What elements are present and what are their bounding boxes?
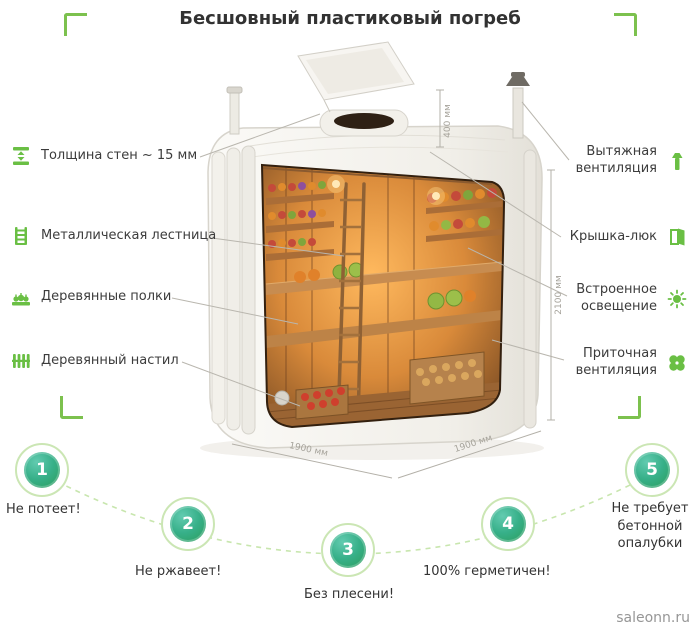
watermark: saleonn.ru xyxy=(616,610,690,626)
feature-label: Приточная вентиляция xyxy=(575,346,657,378)
dimension-top: 400 мм xyxy=(443,104,453,138)
feature-label: Толщина стен ~ 15 мм xyxy=(41,147,198,163)
frame-bracket-top-left xyxy=(64,13,87,36)
feature-label: Металлическая лестница xyxy=(41,227,217,243)
feature-wall-thickness: Толщина стен ~ 15 мм xyxy=(10,145,197,167)
benefit-label-3: Без плесени! xyxy=(303,587,395,602)
feature-exhaust-vent: Вытяжная вентиляция xyxy=(576,144,688,178)
benefit-number: 5 xyxy=(634,452,670,488)
flooring-icon xyxy=(12,354,30,368)
feature-metal-ladder: Металлическая лестница xyxy=(10,225,216,247)
wall-thickness-icon xyxy=(13,147,29,165)
benefit-circle-2: 2 xyxy=(161,497,215,551)
feature-label: Деревянные полки xyxy=(41,288,172,304)
benefit-circle-1: 1 xyxy=(15,443,69,497)
feature-label: Вытяжная вентиляция xyxy=(575,144,657,176)
feature-label: Крышка-люк xyxy=(569,228,657,244)
cellar-interior xyxy=(260,163,506,429)
hatch-lid xyxy=(297,41,415,137)
light-icon xyxy=(667,289,687,309)
dimension-right: 2100 мм xyxy=(554,275,564,314)
vent-pipes xyxy=(226,72,530,139)
shelves-icon xyxy=(12,293,30,306)
frame-bracket-bottom-right xyxy=(618,396,641,419)
benefit-circle-5: 5 xyxy=(625,443,679,497)
benefit-number: 3 xyxy=(330,532,366,568)
fan-icon xyxy=(669,355,685,371)
benefit-label-1: Не потеет! xyxy=(6,502,81,517)
connector-lines xyxy=(171,101,570,407)
hatch-icon xyxy=(670,228,685,246)
benefit-label-4: 100% герметичен! xyxy=(423,564,551,579)
ladder-icon xyxy=(15,227,27,245)
benefit-circle-3: 3 xyxy=(321,523,375,577)
benefit-circle-4: 4 xyxy=(481,497,535,551)
feature-supply-vent: Приточная вентиляция xyxy=(576,346,688,380)
feature-wooden-floor: Деревянный настил xyxy=(10,350,179,372)
benefit-number: 4 xyxy=(490,506,526,542)
feature-wooden-shelves: Деревянные полки xyxy=(10,286,171,308)
feature-built-in-light: Встроенное освещение xyxy=(576,282,688,316)
frame-bracket-top-right xyxy=(614,13,637,36)
dimension-lines xyxy=(231,89,555,479)
benefit-number: 1 xyxy=(24,452,60,488)
frame-bracket-bottom-left xyxy=(60,396,83,419)
page-title: Бесшовный пластиковый погреб xyxy=(179,8,521,29)
benefit-number: 2 xyxy=(170,506,206,542)
benefit-label-2: Не ржавеет! xyxy=(135,564,222,579)
benefit-label-5: Не требует бетонной опалубки xyxy=(611,501,689,552)
feature-label: Встроенное освещение xyxy=(576,282,657,314)
exhaust-vent-icon xyxy=(672,152,683,170)
feature-hatch-cover: Крышка-люк xyxy=(570,226,688,248)
feature-label: Деревянный настил xyxy=(41,352,179,368)
